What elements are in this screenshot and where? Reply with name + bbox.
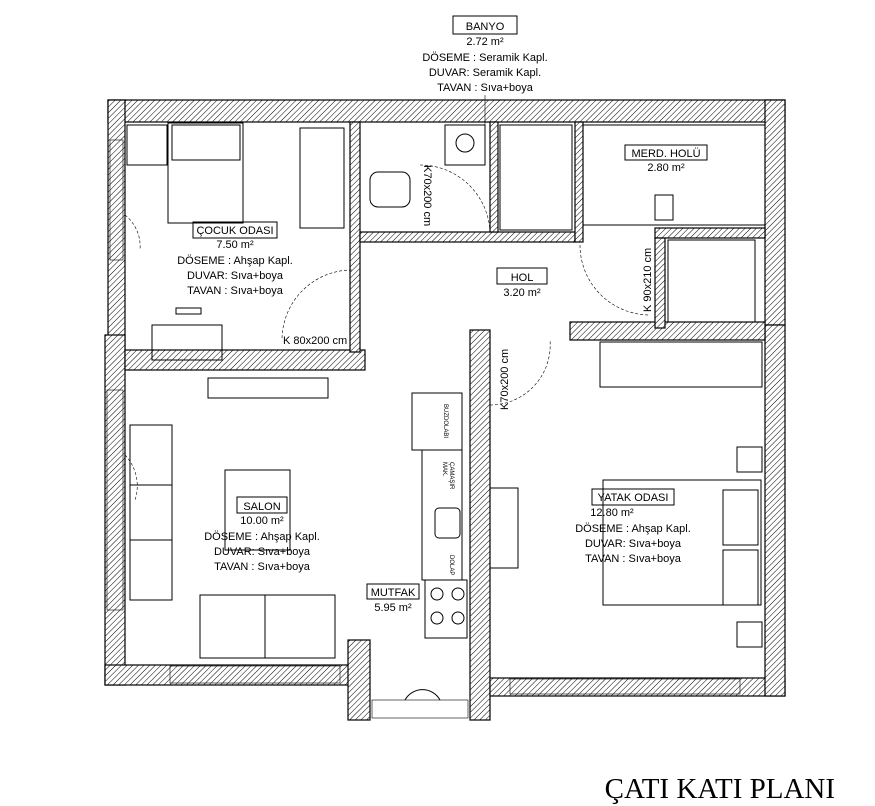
- plan-title: ÇATI KATI PLANI: [605, 773, 835, 805]
- washer-label: ÇAMAŞIR: [448, 462, 454, 490]
- room-area: 12.80 m²: [590, 507, 634, 519]
- wall-finish: DUVAR: Seramik Kapl.: [429, 67, 541, 79]
- wall-finish: DUVAR: Sıva+boya: [187, 270, 284, 282]
- floor-finish: DÖSEME : Ahşap Kapl.: [575, 523, 691, 535]
- room-name: HOL: [511, 272, 534, 284]
- ceiling-finish: TAVAN : Sıva+boya: [437, 82, 534, 94]
- room-area: 5.95 m²: [374, 602, 412, 614]
- room-mutfak: MUTFAK 5.95 m² BUZDOLABI ÇAMAŞIR MAK. DO…: [366, 404, 454, 614]
- room-hol: HOL 3.20 m²: [496, 267, 548, 299]
- door-label-yatak: K70x200 cm: [499, 349, 511, 410]
- room-name: MUTFAK: [371, 587, 416, 599]
- room-name: MERD. HOLÜ: [631, 148, 700, 160]
- walls: [104, 99, 786, 721]
- room-merdiven: MERD. HOLÜ 2.80 m²: [624, 144, 708, 174]
- room-area: 2.80 m²: [647, 162, 685, 174]
- room-name: BANYO: [466, 21, 505, 33]
- ceiling-finish: TAVAN : Sıva+boya: [585, 553, 682, 565]
- room-name: SALON: [243, 501, 280, 513]
- floor-finish: DÖSEME : Ahşap Kapl.: [177, 255, 293, 267]
- room-area: 3.20 m²: [503, 287, 541, 299]
- door-label-merdiven: K 90x210 cm: [642, 248, 654, 312]
- room-salon: SALON 10.00 m² DÖSEME : Ahşap Kapl. DUVA…: [204, 496, 320, 573]
- room-area: 7.50 m²: [216, 239, 254, 251]
- cabinet-label: DOLAP: [448, 555, 454, 575]
- furniture: [126, 122, 766, 659]
- door-labels: K 80x200 cm K70x200 cm K 90x210 cm K70x2…: [283, 165, 654, 410]
- door-label-banyo: K70x200 cm: [421, 165, 433, 226]
- room-yatak: YATAK ODASI 12.80 m² DÖSEME : Ahşap Kapl…: [575, 488, 691, 565]
- door-swings: [124, 164, 651, 701]
- room-area: 2.72 m²: [466, 36, 504, 48]
- wall-finish: DUVAR: Sıva+boya: [214, 546, 311, 558]
- room-banyo: BANYO 2.72 m² DÖSEME : Seramik Kapl. DUV…: [422, 15, 548, 125]
- ceiling-finish: TAVAN : Sıva+boya: [214, 561, 311, 573]
- floor-finish: DÖSEME : Ahşap Kapl.: [204, 531, 320, 543]
- room-name: ÇOCUK ODASI: [196, 225, 273, 237]
- fridge-label: BUZDOLABI: [442, 404, 448, 438]
- ceiling-finish: TAVAN : Sıva+boya: [187, 285, 284, 297]
- windows: [106, 139, 741, 719]
- room-name: YATAK ODASI: [598, 492, 669, 504]
- door-label-cocuk: K 80x200 cm: [283, 335, 347, 347]
- wall-finish: DUVAR: Sıva+boya: [585, 538, 682, 550]
- floor-finish: DÖSEME : Seramik Kapl.: [422, 52, 547, 64]
- washer-label-2: MAK.: [441, 462, 447, 477]
- room-area: 10.00 m²: [240, 515, 284, 527]
- room-cocuk: ÇOCUK ODASI 7.50 m² DÖSEME : Ahşap Kapl.…: [177, 221, 293, 297]
